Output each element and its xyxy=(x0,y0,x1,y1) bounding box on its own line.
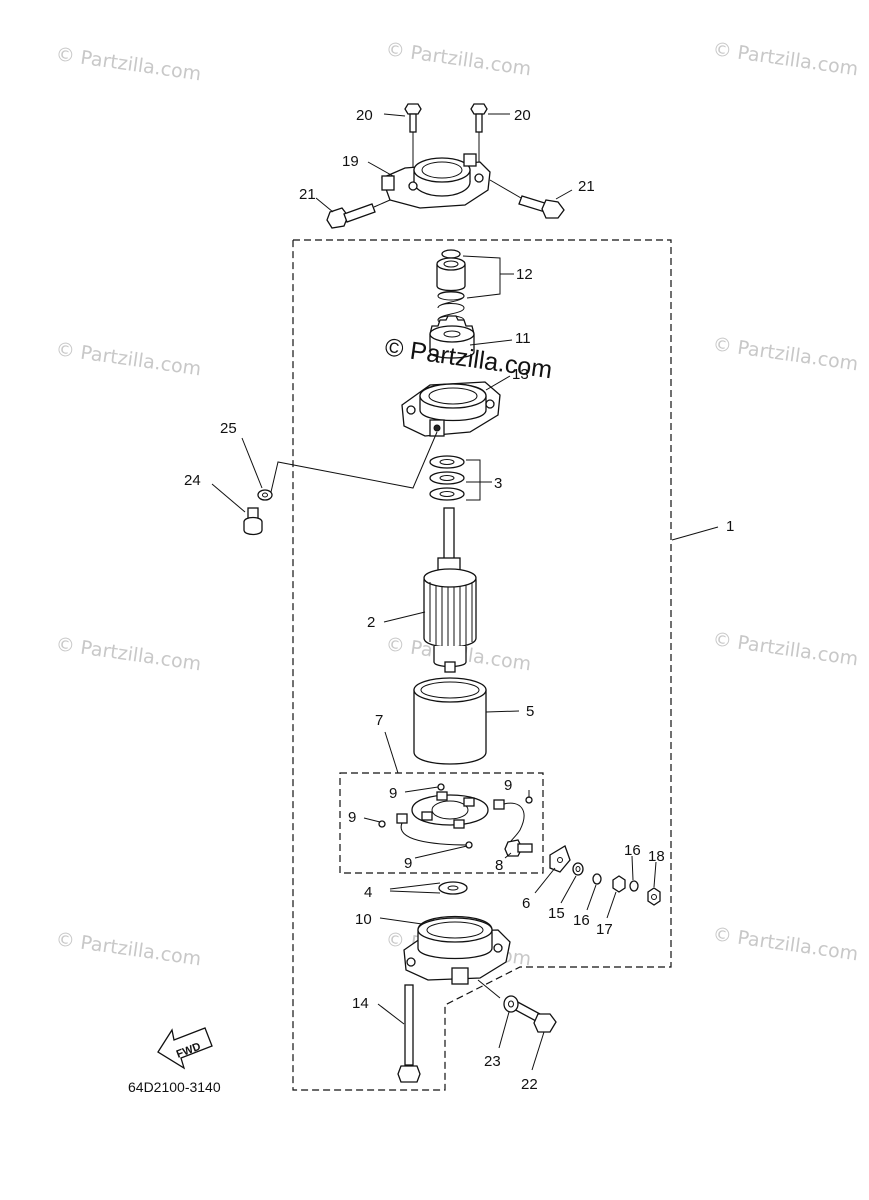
callout-19: 19 xyxy=(342,153,359,170)
callout-21a: 21 xyxy=(299,186,316,203)
callout-20a: 20 xyxy=(356,107,373,124)
watermark: © Partzilla.com xyxy=(384,38,532,80)
screw-24 xyxy=(243,507,263,536)
callout-24: 24 xyxy=(184,472,201,489)
top-bracket xyxy=(381,153,491,209)
yoke xyxy=(413,677,487,765)
watermark: © Partzilla.com xyxy=(711,38,859,80)
callout-16b: 16 xyxy=(624,842,641,859)
callout-4: 4 xyxy=(364,884,372,901)
callout-21b: 21 xyxy=(578,178,595,195)
callout-3: 3 xyxy=(494,475,502,492)
callout-16a: 16 xyxy=(573,912,590,929)
bolt-21-left xyxy=(326,199,391,229)
callout-labels: 1 2 3 4 5 6 7 8 9 9 9 9 10 11 12 13 14 1… xyxy=(184,107,734,1093)
watermark: © Partzilla.com xyxy=(54,338,202,380)
pinion-gear xyxy=(429,315,475,359)
callout-9b: 9 xyxy=(504,777,512,794)
washer-25 xyxy=(257,489,273,501)
callout-22: 22 xyxy=(521,1076,538,1093)
watermark: © Partzilla.com xyxy=(711,923,859,965)
terminal-bolt xyxy=(504,839,533,857)
callout-18: 18 xyxy=(648,848,665,865)
assembly-boundary xyxy=(292,239,672,1091)
rear-cover xyxy=(403,915,511,985)
washer-4 xyxy=(438,881,468,895)
armature xyxy=(423,507,477,673)
callout-17: 17 xyxy=(596,921,613,938)
callout-9a: 9 xyxy=(389,785,397,802)
callout-1: 1 xyxy=(726,518,734,535)
brush-holder-group-box xyxy=(339,772,544,874)
fwd-arrow-icon: FWD xyxy=(157,1027,213,1070)
callout-9c: 9 xyxy=(348,809,356,826)
callout-23: 23 xyxy=(484,1053,501,1070)
callout-10: 10 xyxy=(355,911,372,928)
front-bracket xyxy=(401,381,501,437)
through-bolt xyxy=(397,984,421,1083)
washers-and-nuts xyxy=(572,862,661,906)
callout-7: 7 xyxy=(375,712,383,729)
pinion-stopper-set xyxy=(436,249,466,325)
washer-23 xyxy=(503,995,519,1013)
bolt-21-right xyxy=(489,179,565,219)
watermark: © Partzilla.com xyxy=(54,43,202,85)
callout-25: 25 xyxy=(220,420,237,437)
terminal-plate xyxy=(549,845,571,873)
thrust-washers xyxy=(429,455,465,501)
watermark: © Partzilla.com xyxy=(54,633,202,675)
callout-11: 11 xyxy=(515,330,531,347)
callout-13: 13 xyxy=(512,366,529,383)
watermark: © Partzilla.com xyxy=(711,628,859,670)
callout-2: 2 xyxy=(367,614,375,631)
diagram-code: 64D2100-3140 xyxy=(128,1079,221,1095)
callout-8: 8 xyxy=(495,857,503,874)
callout-14: 14 xyxy=(352,995,369,1012)
watermark: © Partzilla.com xyxy=(54,928,202,970)
leader-lines xyxy=(211,113,719,1071)
callout-12: 12 xyxy=(516,266,533,283)
callout-15: 15 xyxy=(548,905,565,922)
watermark: © Partzilla.com xyxy=(711,333,859,375)
callout-5: 5 xyxy=(526,703,534,720)
callout-6: 6 xyxy=(522,895,530,912)
callout-20b: 20 xyxy=(514,107,531,124)
callout-9d: 9 xyxy=(404,855,412,872)
